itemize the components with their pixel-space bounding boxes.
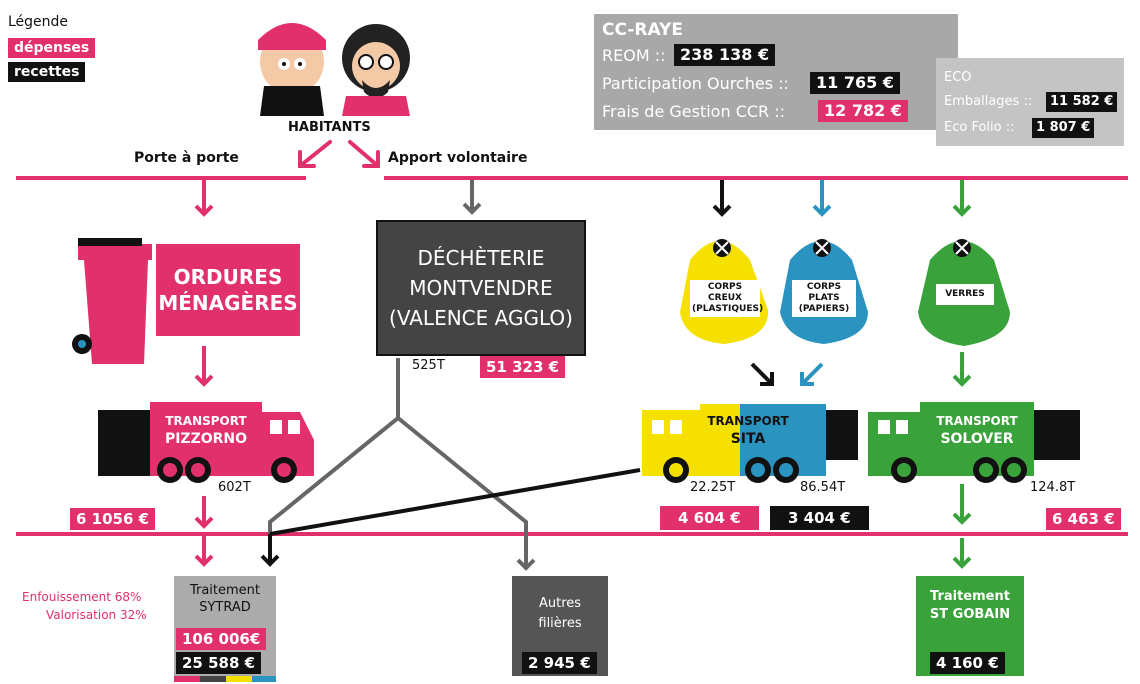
truck-solover-icon (868, 402, 1080, 483)
truck-solover-line2: SOLOVER (940, 431, 1014, 447)
dump-cost: 51 323 € (480, 356, 566, 378)
truck-sita-line1: TRANSPORT (707, 414, 789, 428)
household-waste-box: ORDURES MÉNAGÈRES (156, 244, 300, 336)
blue-arrows (800, 180, 832, 386)
solover-cost: 6 463 € (1046, 508, 1121, 530)
truck-solover-line1: TRANSPORT (936, 414, 1018, 428)
sita-tonnage-b: 86.54T (800, 480, 846, 495)
dump-tonnage: 525T (412, 358, 445, 373)
residents-label: HABITANTS (288, 120, 371, 135)
packaging-value: 11 582 € (1046, 92, 1118, 112)
bin-glass-label: VERRES (936, 284, 994, 305)
sytrad-color-strip (174, 676, 276, 682)
reom-label: REOM :: (602, 46, 666, 65)
trash-bin-icon (72, 238, 152, 364)
other-line2: filières (538, 616, 582, 631)
gobain-line2: ST GOBAIN (929, 607, 1011, 622)
bin-hollow-label: CORPS CREUX (PLASTIQUES) (690, 280, 764, 317)
legend-title: Légende (8, 14, 69, 30)
sytrad-revenue: 25 588 € (176, 652, 262, 674)
household-waste-line2: MÉNAGÈRES (158, 291, 298, 315)
other-line1: Autres (538, 596, 582, 611)
other-value: 2 945 € (522, 652, 597, 674)
solover-tonnage: 124.8T (1030, 480, 1076, 495)
sita-cost-b: 3 404 € (770, 506, 869, 530)
pizzorno-cost: 6 1056 € (70, 508, 156, 530)
reom-value: 238 138 € (674, 44, 776, 66)
sytrad-line1: Traitement (189, 583, 261, 598)
black-arrows (260, 180, 774, 567)
landfill-split: Enfouissement 68% (22, 590, 142, 604)
sytrad-line2: SYTRAD (199, 600, 251, 615)
dump-line2: MONTVENDRE (409, 276, 553, 300)
gobain-line1: Traitement (930, 589, 1010, 604)
dump-line1: DÉCHÈTERIE (417, 246, 545, 270)
packaging-label: Emballages :: (944, 94, 1033, 109)
truck-sita-icon (642, 404, 858, 483)
recovery-split: Valorisation 32% (46, 608, 147, 622)
door-to-door-label: Porte à porte (134, 150, 239, 166)
truck-solover-label: TRANSPORT SOLOVER (920, 412, 1034, 448)
ccr-value: 12 782 € (818, 100, 908, 122)
legend-expenses: dépenses (8, 38, 96, 58)
pink-arrows (194, 180, 214, 567)
folio-label: Eco Folio :: (944, 120, 1015, 135)
legend-revenues: recettes (8, 62, 86, 82)
residents-arrows (298, 140, 380, 168)
bin-hollow-line1: CORPS CREUX (707, 282, 743, 303)
cc-raye-title: CC-RAYE (602, 20, 683, 40)
pizzorno-tonnage: 602T (218, 480, 251, 495)
gobain-value: 4 160 € (930, 652, 1005, 674)
truck-sita-label: TRANSPORT SITA (700, 412, 796, 448)
bin-glass-line1: VERRES (945, 289, 985, 299)
gray-arrows (268, 180, 536, 571)
residents-illustration (258, 23, 410, 116)
ourches-value: 11 765 € (810, 72, 900, 94)
ccr-label: Frais de Gestion CCR :: (602, 102, 786, 121)
truck-pizzorno-line1: TRANSPORT (165, 414, 247, 428)
bin-hollow-line2: (PLASTIQUES) (692, 304, 764, 314)
eco-title: ECO (944, 70, 972, 85)
truck-pizzorno-line2: PIZZORNO (164, 431, 248, 447)
bin-flat-line2: (PAPIERS) (798, 304, 850, 314)
truck-pizzorno-label: TRANSPORT PIZZORNO (150, 412, 262, 448)
drop-off-label: Apport volontaire (388, 150, 528, 166)
sita-cost-a: 4 604 € (660, 506, 759, 530)
ourches-label: Participation Ourches :: (602, 74, 789, 93)
bin-flat-line1: CORPS PLATS (806, 282, 842, 303)
bin-flat-label: CORPS PLATS (PAPIERS) (792, 280, 856, 317)
dump-box: DÉCHÈTERIE MONTVENDRE (VALENCE AGGLO) (376, 220, 586, 356)
green-arrows (952, 180, 972, 569)
truck-sita-line2: SITA (730, 431, 766, 447)
household-waste-line1: ORDURES (173, 265, 283, 289)
sita-tonnage-a: 22.25T (690, 480, 736, 495)
truck-pizzorno-icon (98, 402, 314, 483)
dump-line3: (VALENCE AGGLO) (389, 306, 573, 330)
sytrad-expense: 106 006€ (176, 628, 267, 650)
folio-value: 1 807 € (1032, 118, 1095, 138)
